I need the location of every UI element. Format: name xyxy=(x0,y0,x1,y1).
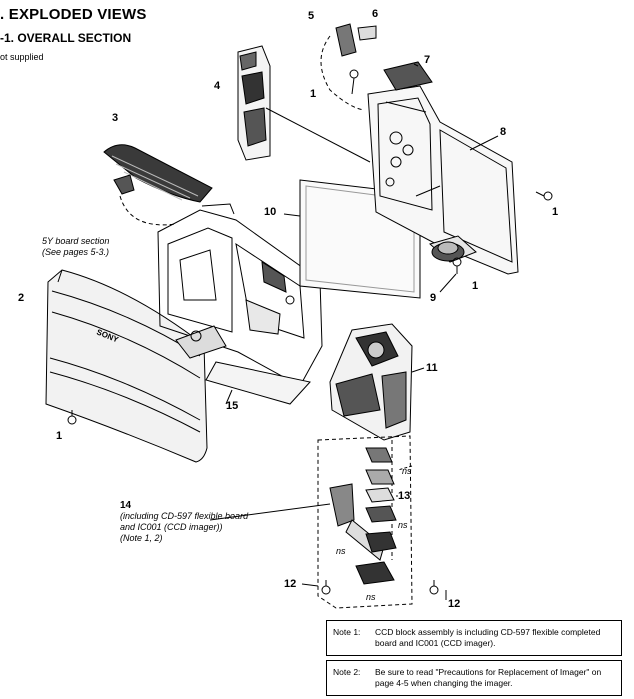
screw-icon xyxy=(321,580,331,595)
note-2-label: Note 2: xyxy=(333,667,361,677)
label-part-1: 1 xyxy=(472,280,479,292)
main-frame-board-section xyxy=(157,203,323,387)
ccd-layer xyxy=(365,487,395,503)
callout-line: (including CD-597 flexible board xyxy=(120,511,249,521)
button-part-7 xyxy=(383,61,433,91)
label-part-11: 11 xyxy=(426,362,438,374)
label-part-6: 6 xyxy=(372,8,379,20)
screw-icon xyxy=(349,69,359,95)
label-part-5: 5 xyxy=(308,10,315,22)
ccd-layer xyxy=(365,469,395,485)
callout-line: 5Y board section xyxy=(42,236,110,246)
not-supplied-label: ns xyxy=(402,466,412,476)
board-section-callout: 5Y board section (See pages 5-3.) xyxy=(42,236,109,258)
front-cabinet-part-2: SONY xyxy=(45,269,208,463)
sheet-part-15 xyxy=(205,361,311,405)
screw-icon xyxy=(429,580,439,595)
ccd-layer xyxy=(365,447,393,463)
label-part-12: 12 xyxy=(448,598,461,610)
note-1-text: CCD block assembly is including CD-597 f… xyxy=(375,627,601,648)
note-1-label: Note 1: xyxy=(333,627,361,637)
leader-line xyxy=(265,107,371,163)
dial-part-9 xyxy=(428,235,477,263)
label-part-8: 8 xyxy=(500,126,507,138)
rear-cabinet-part-8 xyxy=(367,85,519,275)
section-title: -1. OVERALL SECTION xyxy=(0,31,132,45)
lens-block-part-11 xyxy=(329,323,413,441)
label-part-9: 9 xyxy=(430,292,437,304)
label-part-12: 12 xyxy=(284,578,297,590)
label-part-13: 13 xyxy=(398,490,411,502)
screw-icon xyxy=(67,410,77,425)
label-part-14: 14 xyxy=(120,500,132,511)
label-part-3: 3 xyxy=(112,112,119,124)
label-part-4: 4 xyxy=(214,80,221,92)
label-part-1: 1 xyxy=(310,88,317,100)
label-part-1: 1 xyxy=(552,206,559,218)
leader-line xyxy=(415,185,441,197)
not-supplied-label: ns xyxy=(366,592,376,602)
label-part-10: 10 xyxy=(264,206,277,218)
callout-line: (Note 1, 2) xyxy=(120,533,163,543)
note-1-box: Note 1: CCD block assembly is including … xyxy=(326,620,622,656)
screw-icon xyxy=(535,191,553,201)
part-14-callout: 14 (including CD-597 flexible board and … xyxy=(120,500,248,544)
label-part-7: 7 xyxy=(424,54,431,66)
not-supplied-label: ns xyxy=(398,520,408,530)
note-2-text: Be sure to read "Precautions for Replace… xyxy=(375,667,602,688)
callout-line: (See pages 5-3.) xyxy=(42,247,110,257)
supply-legend: ot supplied xyxy=(0,52,44,62)
label-part-2: 2 xyxy=(18,292,25,304)
not-supplied-label: ns xyxy=(336,546,346,556)
sheet-part-6 xyxy=(357,25,377,41)
label-part-1: 1 xyxy=(56,430,63,442)
note-2-box: Note 2: Be sure to read "Precautions for… xyxy=(326,660,622,696)
flex-board-part-14 xyxy=(329,483,355,527)
label-part-15: 15 xyxy=(226,400,239,412)
screw-icon xyxy=(452,257,462,274)
ccd-holder xyxy=(355,561,395,585)
page-title: . EXPLODED VIEWS xyxy=(0,6,147,23)
grip-cover-part-3 xyxy=(103,144,213,203)
callout-line: and IC001 (CCD imager)) xyxy=(120,522,223,532)
bracket-part-5 xyxy=(335,23,357,57)
ccd-layer xyxy=(365,505,397,523)
board-part-4 xyxy=(237,45,271,161)
